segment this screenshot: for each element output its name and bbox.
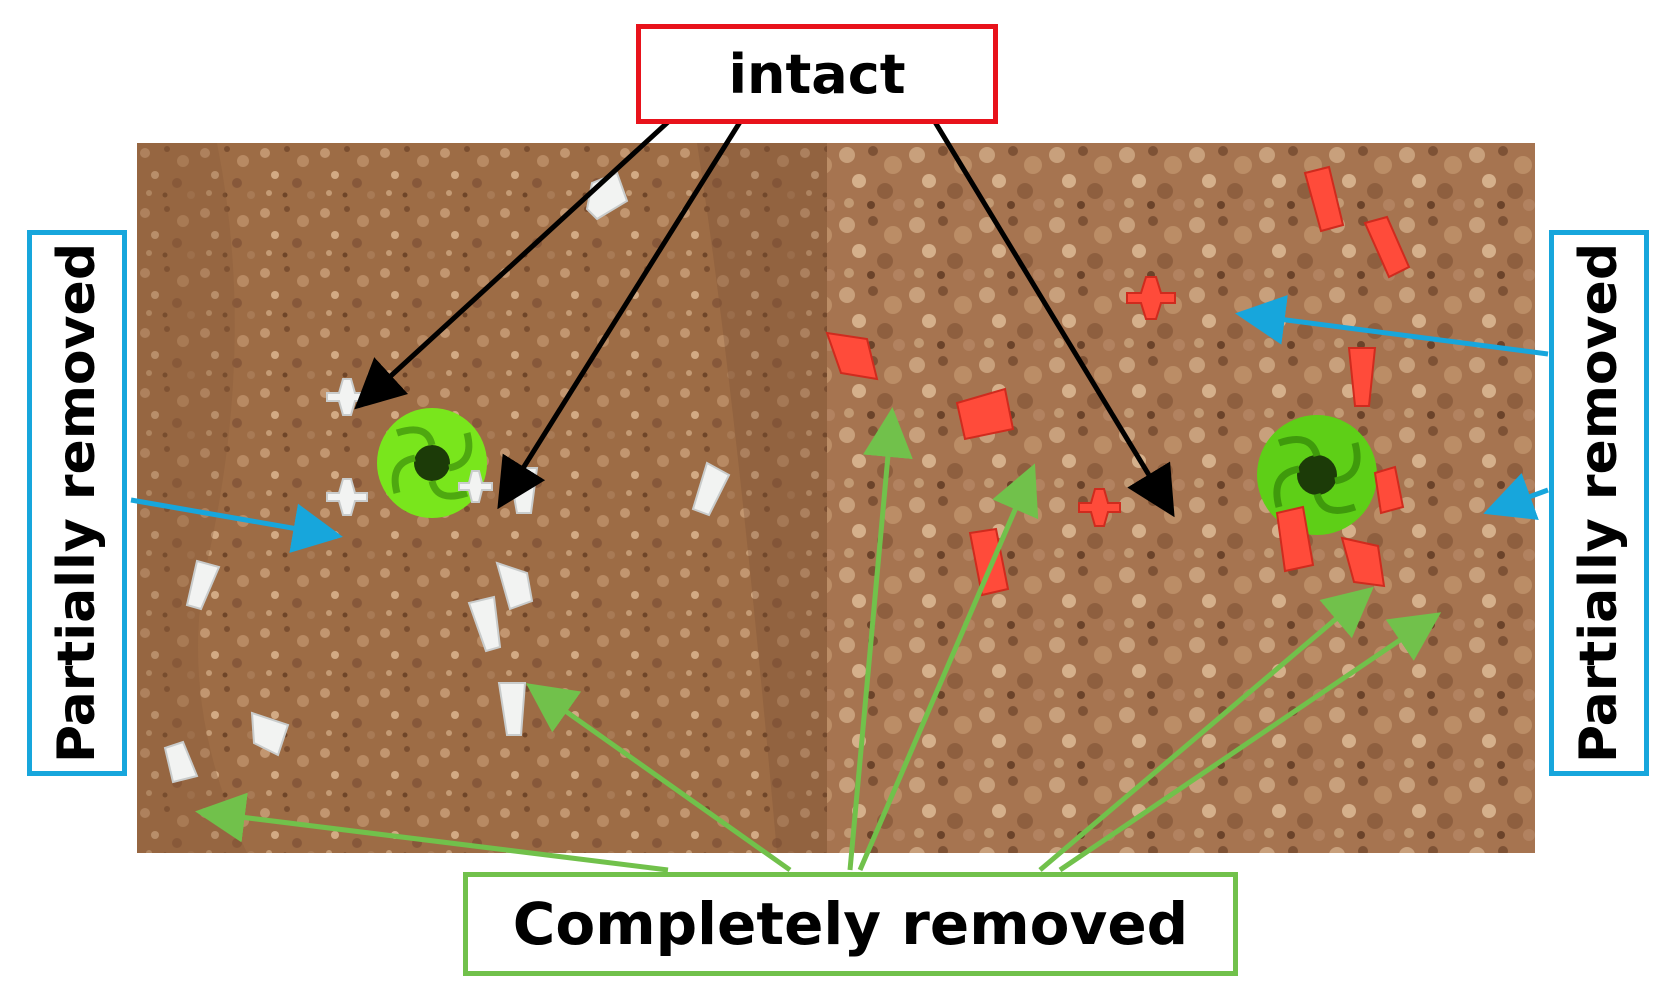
red-marker: [1363, 215, 1411, 279]
partially-removed-right-label: Partially removed: [1569, 242, 1630, 764]
completely-removed-label: Completely removed: [512, 890, 1189, 958]
soil-panel-right: [827, 143, 1535, 853]
field-photo: [137, 143, 1535, 853]
red-marker: [1275, 505, 1315, 573]
intact-label: intact: [728, 42, 906, 106]
red-marker: [1340, 536, 1386, 588]
white-marker: [163, 740, 199, 784]
white-cross-marker: [458, 470, 493, 503]
white-marker: [250, 711, 290, 757]
red-marker: [825, 331, 879, 381]
white-marker: [185, 559, 221, 611]
partially-removed-right-box: Partially removed: [1549, 230, 1649, 776]
white-marker: [497, 682, 527, 736]
green-ball-left: [377, 408, 487, 518]
white-marker: [495, 561, 534, 611]
red-marker: [1373, 465, 1405, 515]
red-marker: [1303, 165, 1345, 233]
intact-label-box: intact: [636, 24, 998, 124]
partially-removed-left-label: Partially removed: [47, 242, 108, 764]
completely-removed-label-box: Completely removed: [463, 872, 1238, 976]
partially-removed-left-box: Partially removed: [27, 230, 127, 776]
white-marker: [467, 595, 502, 653]
green-ball-right: [1257, 415, 1377, 535]
white-cross-marker: [326, 478, 368, 516]
